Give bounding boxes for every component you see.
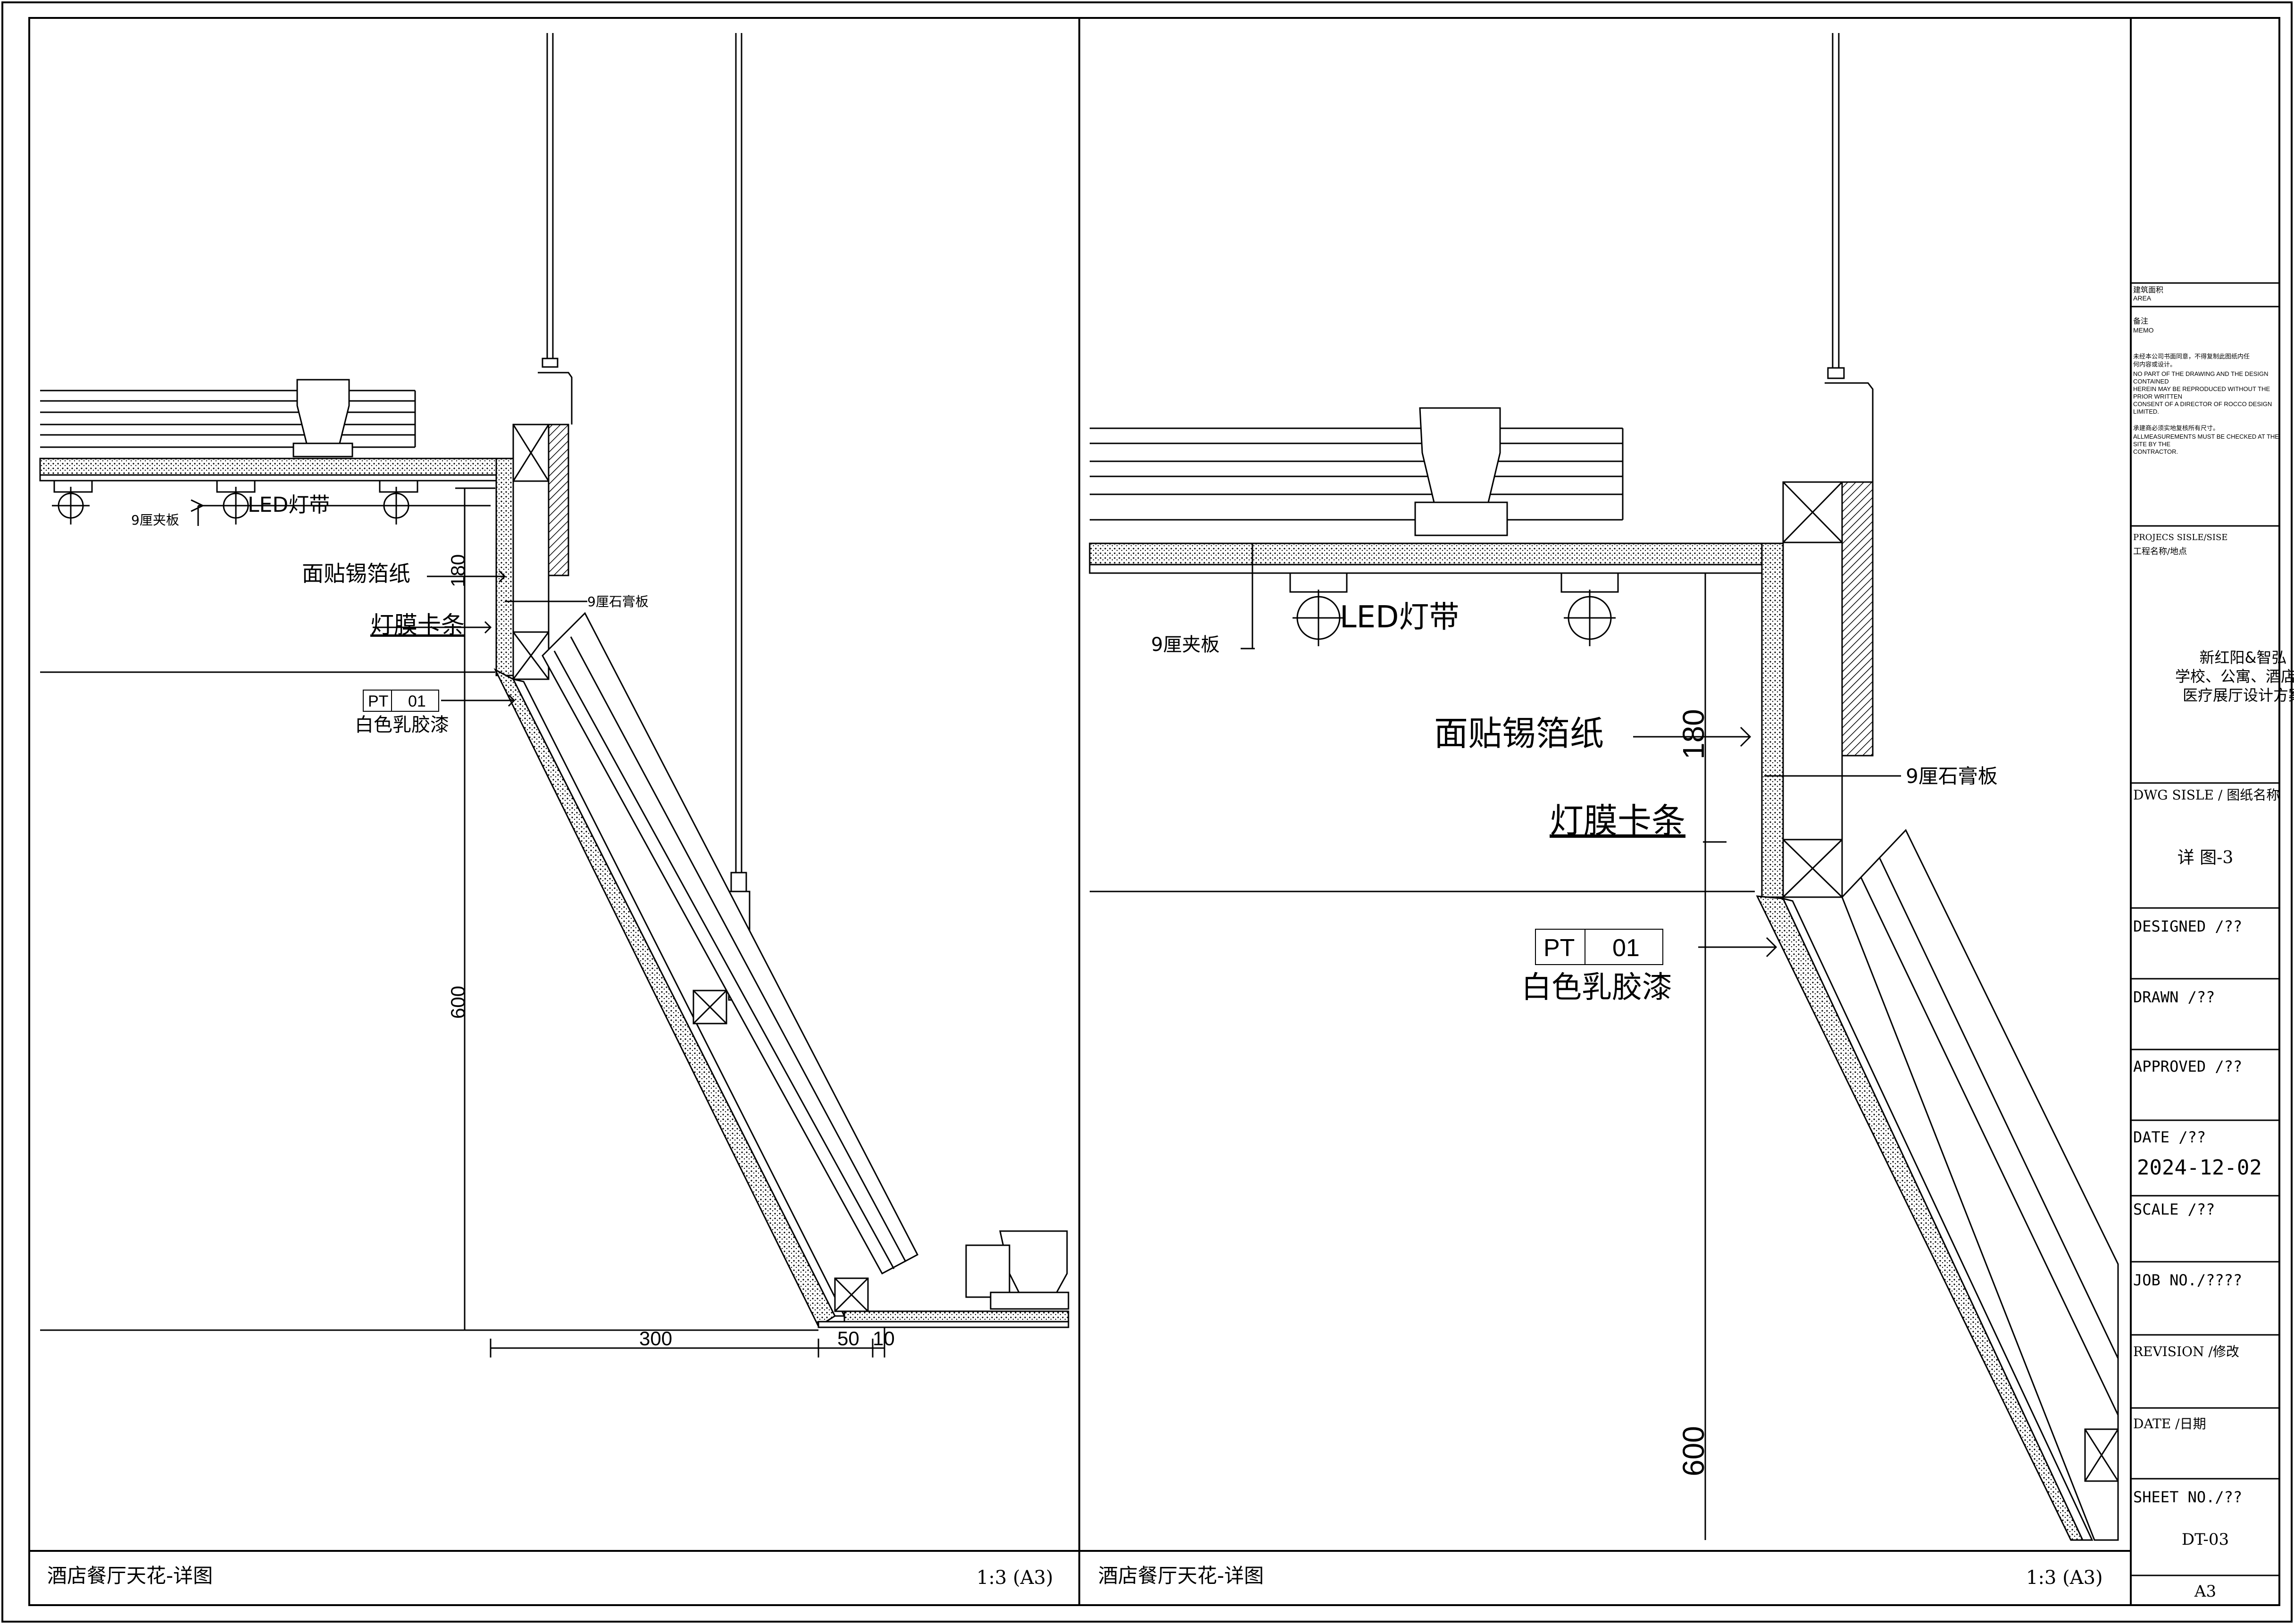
tb-dwg-label: DWG SISLE / 图纸名称 (2133, 787, 2279, 803)
right-clip-label: 灯膜卡条 (1550, 801, 1685, 841)
tb-memo-line: PRIOR WRITTEN (2133, 393, 2182, 400)
left-bottom-return (817, 1230, 1069, 1328)
tb-memo-en: MEMO (2133, 326, 2154, 334)
left-paint-label: 白色乳胶漆 (355, 714, 449, 736)
right-title: 酒店餐厅天花-详图 (1098, 1564, 1264, 1587)
left-hanger-rods (538, 33, 751, 1001)
right-paint-label: 白色乳胶漆 (1521, 970, 1672, 1005)
right-led-label: LED灯带 (1340, 600, 1459, 635)
right-pt-number: 01 (1612, 934, 1640, 962)
tb-project-label-cn: 工程名称/地点 (2133, 547, 2187, 557)
tb-memo-line: CONTAINED (2133, 378, 2169, 385)
tb-memo-line: 何内容或设计。 (2133, 361, 2176, 368)
tb-memo-line: NO PART OF THE DRAWING AND THE DESIGN (2133, 370, 2269, 377)
left-led-label: LED灯带 (248, 493, 330, 517)
right-slanted-board (1756, 829, 2119, 1541)
right-dim-600: 600 (1677, 1426, 1710, 1476)
left-clip-label: 灯膜卡条 (370, 611, 465, 639)
left-gypsum-label: 9厘石膏板 (587, 594, 649, 609)
left-leader-lines (191, 499, 587, 707)
tb-project-name-3: 医疗展厅设计方案 (2183, 686, 2294, 704)
right-hanger-rods (1825, 33, 1874, 482)
left-led-lamps (52, 480, 418, 525)
left-channel-rails (40, 390, 416, 448)
left-vertical-board (495, 458, 514, 676)
tb-job-label: JOB NO./???? (2133, 1271, 2242, 1289)
left-plywood-label: 9厘夹板 (131, 512, 179, 528)
right-detail: 9厘夹板 LED灯带 面贴锡箔纸 9厘石膏板 灯膜卡条 PT 01 白色乳胶漆 … (1089, 33, 2119, 1589)
left-title: 酒店餐厅天花-详图 (47, 1564, 213, 1587)
left-plywood-board (39, 458, 508, 476)
tb-memo-line: LIMITED. (2133, 408, 2159, 415)
left-dim-600: 600 (447, 986, 469, 1019)
right-dim-180: 180 (1677, 709, 1710, 759)
tb-project-label-en: PROJECS SISLE/SISE (2133, 533, 2227, 542)
tb-date-label: DATE /?? (2133, 1128, 2206, 1146)
left-dim-10: 10 (873, 1327, 895, 1349)
tb-revision-label: REVISION /修改 (2133, 1344, 2239, 1359)
right-pt-tag-box (1535, 929, 1663, 965)
right-ceiling-clamp (1414, 407, 1508, 536)
tb-date-value: 2024-12-02 (2137, 1156, 2262, 1180)
right-scale: 1:3 (A3) (2026, 1567, 2103, 1589)
tb-memo-line: CONTRACTOR. (2133, 448, 2178, 455)
tb-sheet-label: SHEET NO./?? (2133, 1488, 2242, 1506)
right-led-lamps (1289, 572, 1619, 646)
left-pt-tag-box (363, 690, 439, 712)
tb-memo-line: SITE BY THE (2133, 441, 2170, 448)
tb-area-cn: 建筑面积 (2133, 285, 2163, 294)
left-dim-50: 50 (837, 1327, 859, 1349)
right-dimension-lines (1090, 572, 1755, 1540)
tb-project-name-2: 学校、公寓、酒店、 (2175, 667, 2294, 685)
tb-dwg-name: 详 图-3 (2177, 848, 2234, 867)
tb-memo-line: HEREIN MAY BE REPRODUCED WITHOUT THE (2133, 385, 2270, 392)
tb-sheet-value: DT-03 (2182, 1530, 2229, 1549)
right-channel-rails (1090, 427, 1624, 521)
right-vertical-board (1761, 542, 1784, 898)
left-pt-label: PT (368, 692, 388, 710)
right-timber-blocks (1782, 481, 1874, 898)
left-scale: 1:3 (A3) (976, 1567, 1053, 1589)
tb-memo-line: CONSENT OF A DIRECTOR OF ROCCO DESIGN (2133, 400, 2272, 408)
tb-date-cn-label: DATE /日期 (2133, 1416, 2206, 1432)
tb-memo-line: 未经本公司书面同意，不得复制此图纸内任 (2133, 353, 2250, 360)
tb-drawn: DRAWN /?? (2133, 988, 2215, 1006)
tb-designed: DESIGNED /?? (2133, 917, 2242, 935)
tb-memo-line: ALLMEASUREMENTS MUST BE CHECKED AT THE (2133, 433, 2279, 440)
tb-project-name-1: 新红阳&智弘 (2200, 649, 2287, 666)
title-block: 建筑面积 AREA 备注 MEMO 未经本公司书面同意，不得复制此图纸内任 何内… (2131, 282, 2294, 1601)
left-foil-label: 面贴锡箔纸 (302, 561, 410, 586)
tb-memo-line: 承建商必须实地复核所有尺寸。 (2133, 425, 2219, 432)
left-slanted-board (493, 612, 919, 1328)
tb-memo-text: 未经本公司书面同意，不得复制此图纸内任 何内容或设计。 NO PART OF T… (2133, 353, 2279, 455)
tb-scale-label: SCALE /?? (2133, 1200, 2215, 1218)
right-pt-label: PT (1543, 934, 1575, 962)
left-pt-number: 01 (408, 692, 426, 710)
right-foil-label: 面贴锡箔纸 (1434, 714, 1604, 753)
tb-area-en: AREA (2133, 294, 2152, 302)
tb-paper-size: A3 (2194, 1582, 2216, 1601)
left-dim-180: 180 (447, 554, 469, 587)
tb-memo-cn: 备注 (2133, 316, 2148, 325)
left-dim-300: 300 (639, 1327, 672, 1349)
left-timber-blocks (512, 424, 569, 680)
left-ceiling-clamp (292, 379, 353, 458)
right-gypsum-label: 9厘石膏板 (1906, 765, 1998, 788)
left-detail: 9厘夹板 LED灯带 面贴锡箔纸 9厘石膏板 灯膜卡条 PT 01 白色乳胶漆 … (39, 33, 1069, 1589)
tb-approved: APPROVED /?? (2133, 1058, 2242, 1075)
right-plywood-label: 9厘夹板 (1151, 634, 1219, 656)
right-plywood-board (1089, 542, 1763, 566)
right-leader-lines (1241, 543, 1901, 958)
left-dimension-lines (40, 487, 885, 1357)
